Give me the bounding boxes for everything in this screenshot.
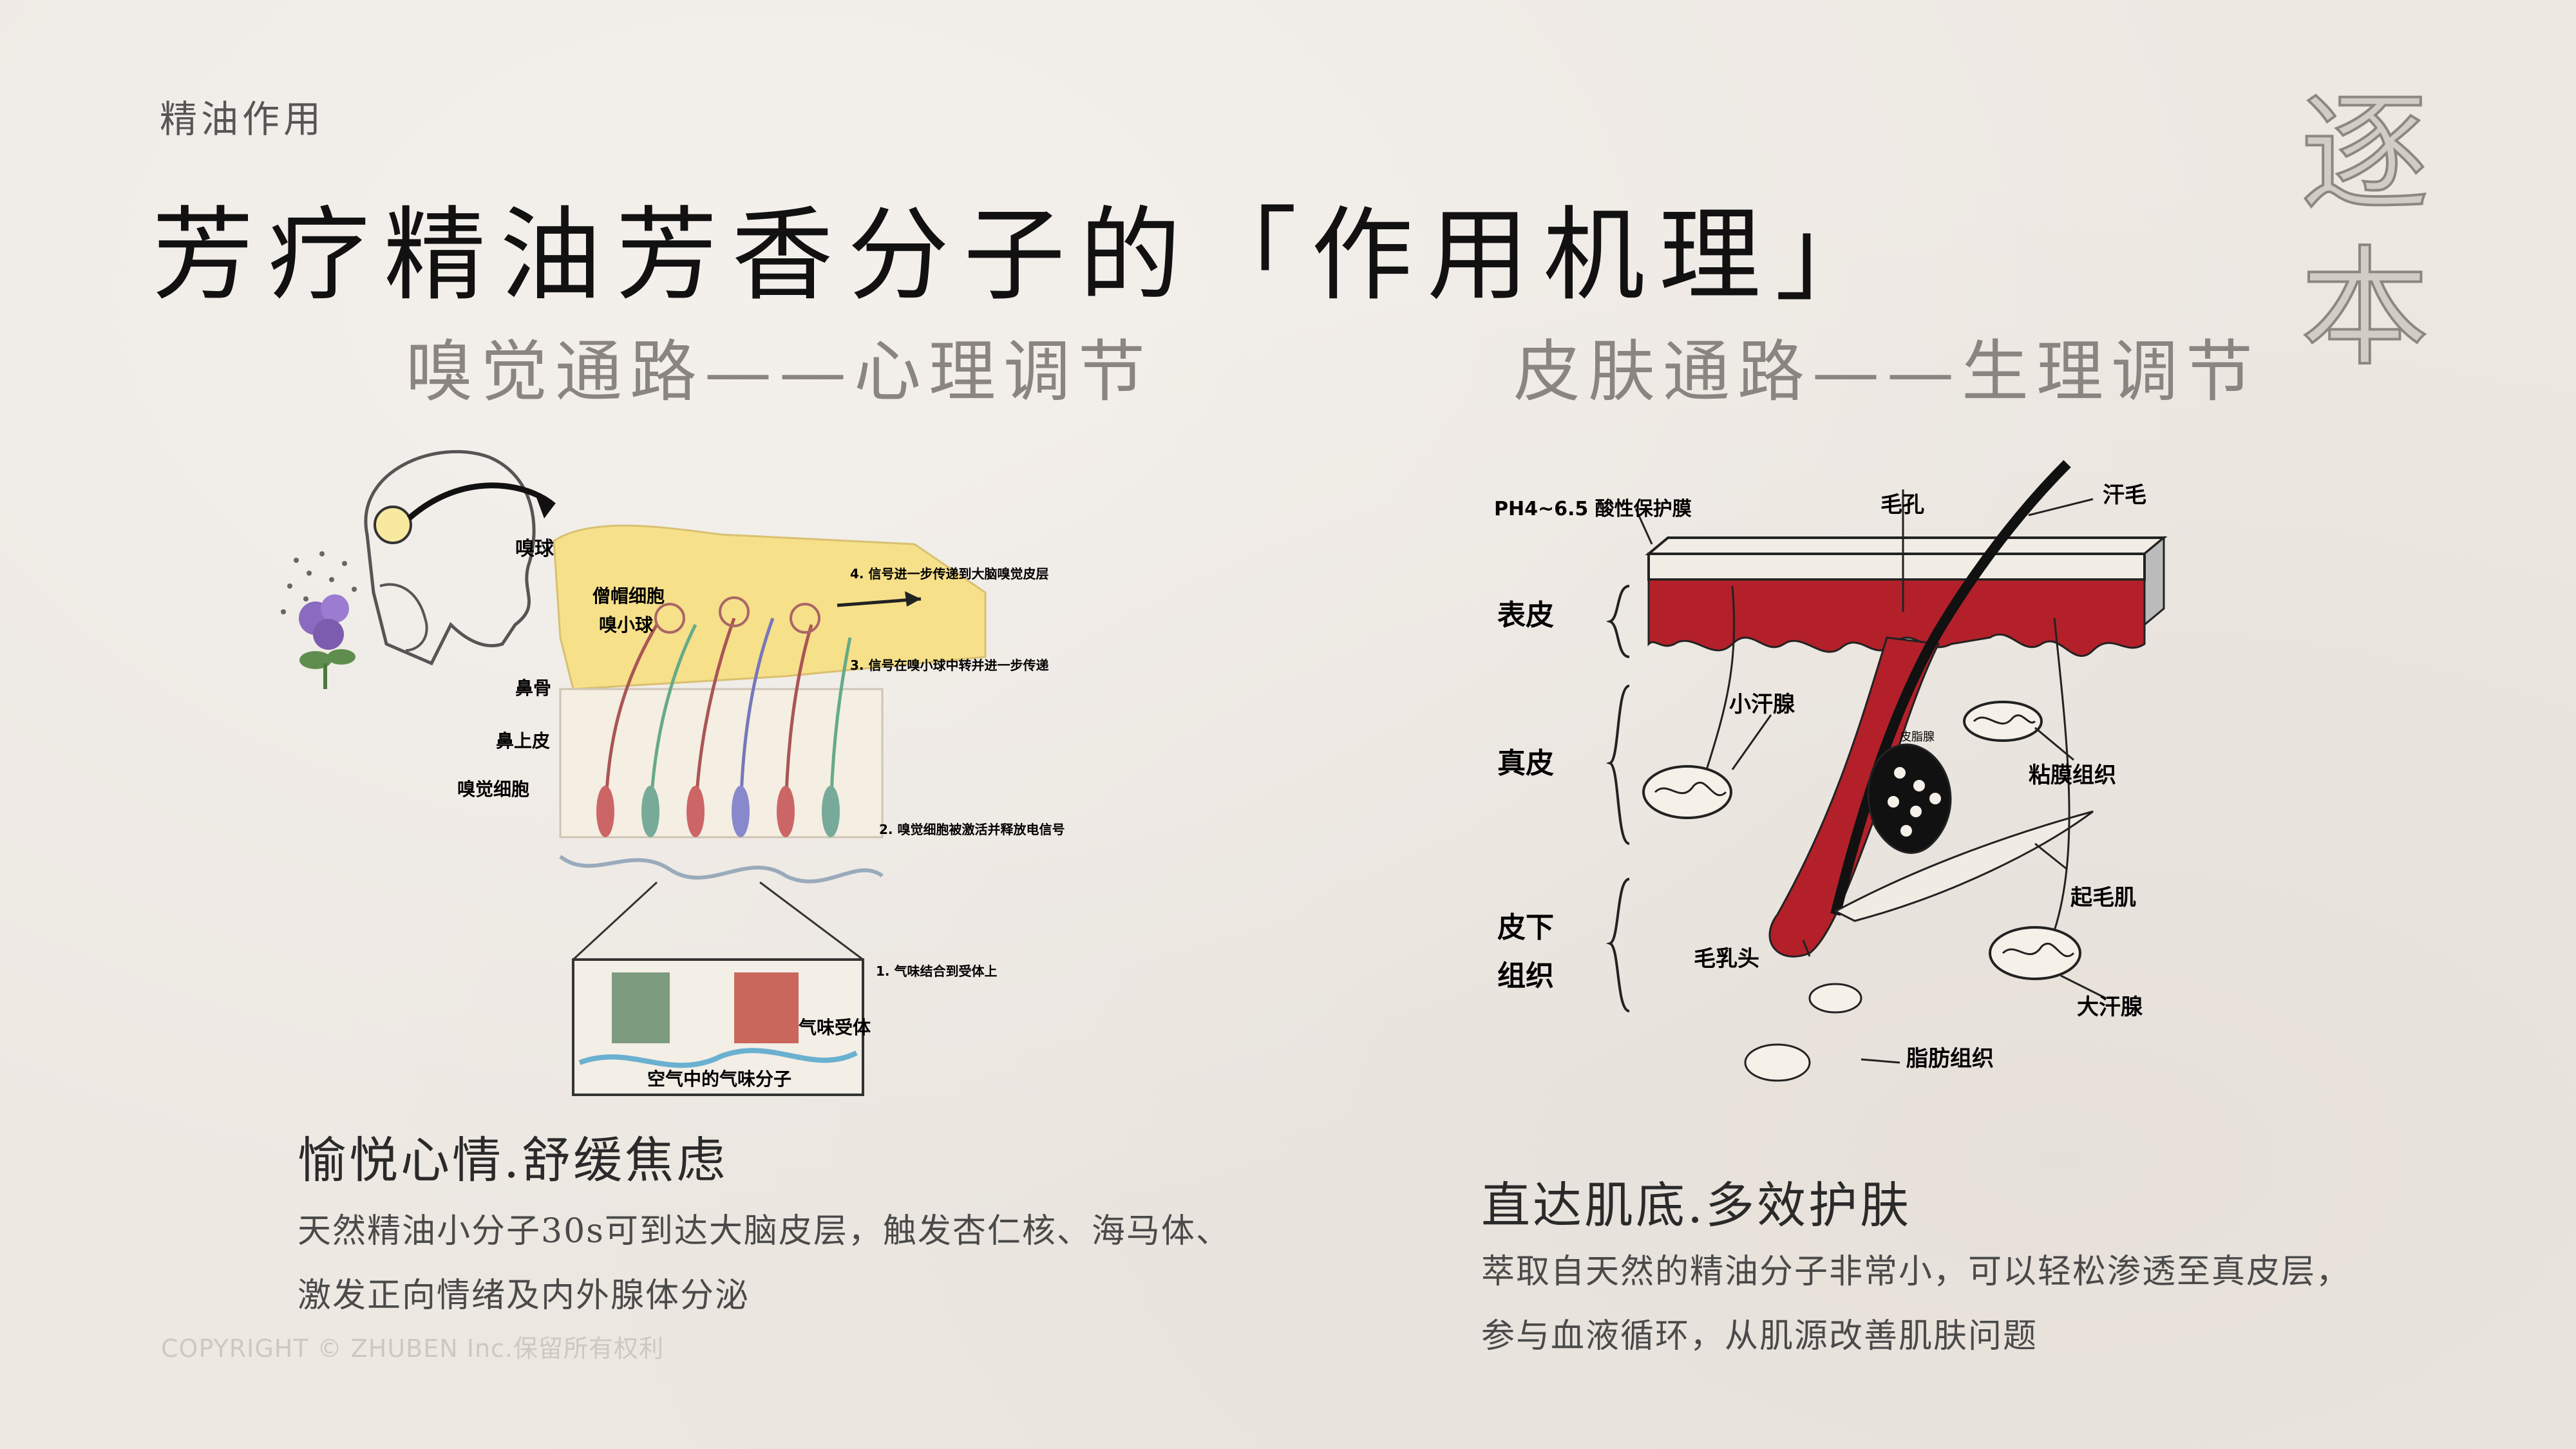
receptor-red [734,972,799,1043]
right-heading: 皮肤通路——生理调节 [1513,332,2261,411]
label-step3: 3. 信号在嗅小球中转并进一步传递 [850,658,1048,673]
label-epidermis: 表皮 [1497,599,1554,632]
arrow-head [536,496,554,518]
head-outline [364,450,536,666]
skin-top-surface [1645,536,2168,555]
label-subcutaneous-1: 皮下 [1497,911,1554,944]
label-mucous: 粘膜组织 [2029,762,2116,788]
fat-tissue [1744,983,1862,1082]
left-heading: 嗅觉通路——心理调节 [406,332,1153,411]
label-ph-film: PH4~6.5 酸性保护膜 [1494,498,1692,520]
label-fat: 脂肪组织 [1906,1046,1994,1072]
cell-bodies [596,786,840,837]
zoom-lines [572,881,864,961]
copyright-watermark: COPYRIGHT © ZHUBEN Inc.保留所有权利 [161,1334,665,1363]
air-flow [578,1048,858,1068]
label-receptor: 气味受体 [798,1017,871,1038]
olfactory-bulb [553,524,987,690]
label-arrector: 起毛肌 [2070,885,2136,911]
section-tag: 精油作用 [160,97,325,141]
label-hair: 汗毛 [2103,482,2146,508]
label-dermis: 真皮 [1497,747,1554,780]
cilia-layer [559,855,884,884]
scent-dots [281,551,357,614]
pointer-arrow [407,482,556,521]
brand-logo: 逐 本 [2299,77,2430,386]
right-desc-line-1: 萃取自天然的精油分子非常小，可以轻松渗透至真皮层， [1481,1253,2351,1291]
label-papilla: 毛乳头 [1694,946,1759,972]
left-desc-line-2: 激发正向情绪及内外腺体分泌 [298,1276,750,1315]
olfactory-diagram: 嗅球 僧帽细胞 嗅小球 4. 信号进一步传递到大脑嗅觉皮层 3. 信号在嗅小球中… [281,450,1065,1096]
lavender-flowers [299,594,355,689]
skin-diagram: PH4~6.5 酸性保护膜 毛孔 汗毛 表皮 真皮 皮下 组织 小汗腺 皮脂腺 … [1494,460,2168,1082]
left-desc-line-1: 天然精油小分子30s可到达大脑皮层，触发杏仁核、海马体、 [298,1212,1231,1251]
label-olfactory-bulb: 嗅球 [515,538,554,560]
small-sweat-gland [1642,585,1736,819]
focus-circle [374,506,412,544]
nasal-passage [379,583,428,652]
mucous-tissue [1963,701,2043,742]
right-description: 萃取自天然的精油分子非常小，可以轻松渗透至真皮层， 参与血液循环，从肌源改善肌肤… [1481,1240,2351,1368]
page-title: 芳疗精油芳香分子的「作用机理」 [152,196,1891,315]
brand-char-2: 本 [2299,232,2430,385]
left-description: 天然精油小分子30s可到达大脑皮层，触发杏仁核、海马体、 激发正向情绪及内外腺体… [298,1199,1231,1328]
layer-braces [1605,585,1630,1012]
label-sebaceous: 皮脂腺 [1900,730,1935,744]
glomeruli [654,596,820,634]
label-subcutaneous-2: 组织 [1497,960,1554,992]
large-sweat-gland [1989,618,2081,980]
label-nasal-bone: 鼻骨 [515,677,551,699]
receptor-green [612,972,670,1043]
label-leaders [1634,498,2107,1064]
label-pore: 毛孔 [1880,492,1924,518]
label-air-molecule: 空气中的气味分子 [647,1068,791,1090]
skin-front-top [1647,553,2146,581]
label-olfactory-cell: 嗅觉细胞 [457,779,529,800]
label-step1: 1. 气味结合到受体上 [876,963,997,979]
brand-char-1: 逐 [2299,78,2430,231]
label-small-sweat: 小汗腺 [1729,692,1795,717]
label-glomerulus: 嗅小球 [599,614,654,636]
skin-side [2143,535,2165,627]
signal-arrow-head [905,591,921,607]
label-mitral-cell: 僧帽细胞 [592,585,665,607]
sebaceous-gland [1867,743,1952,854]
label-step2: 2. 嗅觉细胞被激活并释放电信号 [879,822,1065,837]
label-step4: 4. 信号进一步传递到大脑嗅觉皮层 [850,566,1048,582]
label-epithelium: 鼻上皮 [496,730,550,752]
label-large-sweat: 大汗腺 [2077,994,2143,1020]
left-slogan: 愉悦心情.舒缓焦虑 [298,1132,728,1189]
right-desc-line-2: 参与血液循环，从肌源改善肌肤问题 [1481,1317,2038,1356]
arrector-muscle [1833,810,2094,922]
hair-shaft [1830,460,2071,916]
right-slogan: 直达肌底.多效护肤 [1481,1177,1912,1234]
epidermis-layer [1647,578,2146,657]
